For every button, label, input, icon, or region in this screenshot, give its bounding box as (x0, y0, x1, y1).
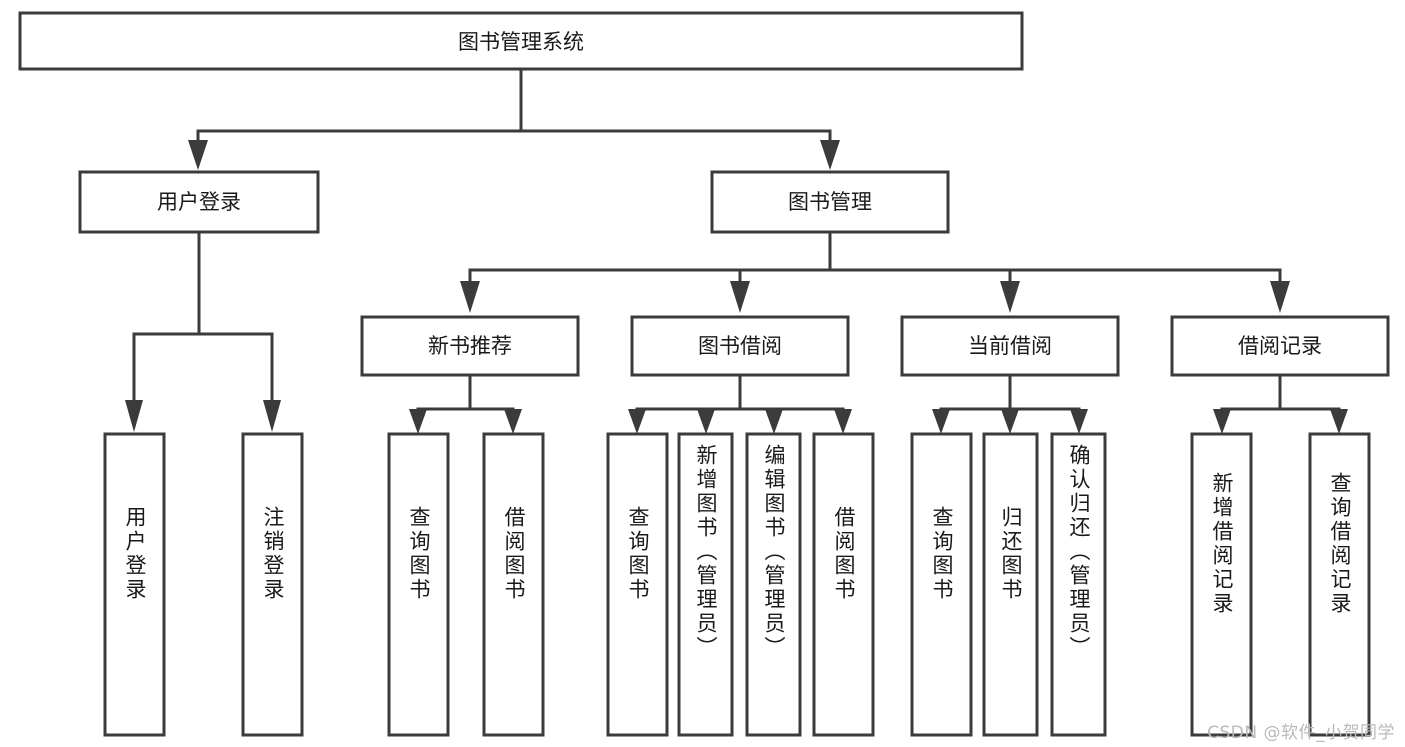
arrow-borrow-leaf-2 (697, 409, 715, 434)
arrow-book-mgmt-to-current (1000, 281, 1020, 313)
leaf-box-user-login-1[interactable] (103, 432, 166, 737)
arrow-records-leaf-1 (1213, 409, 1231, 434)
node-book-borrow-box[interactable] (630, 315, 850, 377)
leaf-box-borrow-3[interactable] (745, 432, 802, 737)
arrow-root-to-user-login (188, 140, 208, 170)
arrow-user-login-leaf-1 (125, 400, 143, 432)
node-current-borrow-box[interactable] (900, 315, 1120, 377)
leaf-box-borrow-2[interactable] (677, 432, 734, 737)
arrow-user-login-leaf-2 (263, 400, 281, 432)
leaf-box-current-2[interactable] (982, 432, 1039, 737)
leaf-box-current-3[interactable] (1050, 432, 1107, 737)
leaf-box-recommend-1[interactable] (387, 432, 450, 737)
node-book-mgmt-box[interactable] (710, 170, 950, 234)
arrow-current-leaf-1 (932, 409, 950, 434)
leaf-box-recommend-2[interactable] (482, 432, 545, 737)
node-book-mgmt-label: 图书管理 (788, 190, 872, 214)
node-borrow-records-label: 借阅记录 (1238, 334, 1322, 358)
arrow-borrow-leaf-3 (765, 409, 783, 434)
leaf-box-borrow-4[interactable] (812, 432, 875, 737)
leaf-box-borrow-1[interactable] (606, 432, 669, 737)
arrow-book-mgmt-to-borrow (730, 281, 750, 313)
arrow-book-mgmt-to-records (1270, 281, 1290, 313)
leaf-box-current-1[interactable] (910, 432, 973, 737)
node-root-label: 图书管理系统 (458, 30, 584, 54)
csdn-watermark: CSDN @软件_小贺同学 (1207, 723, 1395, 743)
leaf-box-records-2[interactable] (1308, 432, 1371, 737)
arrow-borrow-leaf-4 (834, 409, 852, 434)
arrow-records-leaf-2 (1330, 409, 1348, 434)
node-user-login-label: 用户登录 (157, 190, 241, 214)
node-borrow-records-box[interactable] (1170, 315, 1390, 377)
node-new-book-recommend-box[interactable] (360, 315, 580, 377)
node-new-book-recommend-label: 新书推荐 (428, 334, 512, 358)
arrow-root-to-book-mgmt (820, 140, 840, 170)
arrow-current-leaf-3 (1070, 409, 1088, 434)
arrow-recommend-leaf-1 (409, 409, 427, 434)
node-book-borrow-label: 图书借阅 (698, 334, 782, 358)
arrow-current-leaf-2 (1001, 409, 1019, 434)
leaf-box-user-login-2[interactable] (241, 432, 304, 737)
leaf-box-records-1[interactable] (1190, 432, 1253, 737)
node-root-box[interactable] (18, 11, 1024, 71)
arrow-book-mgmt-to-recommend (460, 281, 480, 313)
node-current-borrow-label: 当前借阅 (968, 334, 1052, 358)
arrow-borrow-leaf-1 (628, 409, 646, 434)
arrow-recommend-leaf-2 (504, 409, 522, 434)
